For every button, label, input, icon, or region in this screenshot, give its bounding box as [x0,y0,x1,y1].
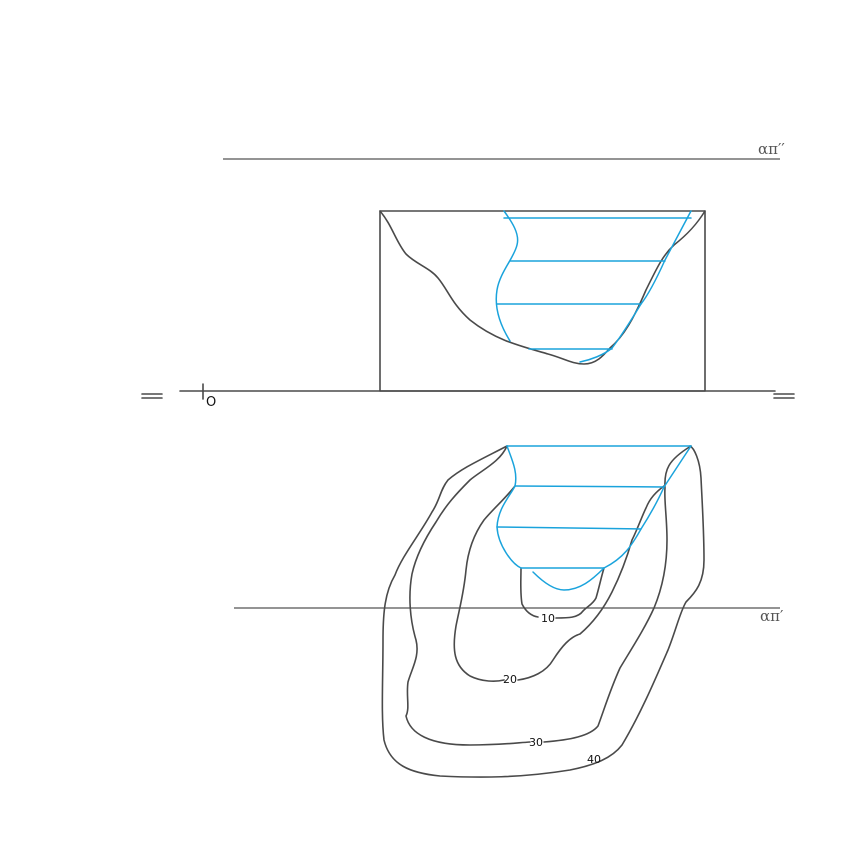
contour-40 [381,445,705,778]
contour-label-30: 30 [529,736,543,749]
contour-20 [453,485,665,682]
water-surface-outline [495,210,519,342]
water-plan-line-2 [514,485,665,488]
contour-30 [405,445,692,746]
contour-label-10: 10 [541,612,555,625]
water-plan-bottom [532,567,605,591]
water-plan-left-edge [496,445,522,569]
contour-10 [519,567,605,619]
section-box [379,210,706,392]
origin-label: O [206,395,216,410]
water-plan-right-edge [603,445,692,569]
terrain-profile [379,210,706,365]
water-right-edge [611,210,692,349]
plane-trace-lower-label: απ′ [760,607,784,625]
contour-label-40: 40 [587,753,601,766]
contour-label-20: 20 [503,673,517,686]
water-plan-line-3 [496,526,642,530]
plane-trace-upper-label: απ′′ [758,140,785,158]
